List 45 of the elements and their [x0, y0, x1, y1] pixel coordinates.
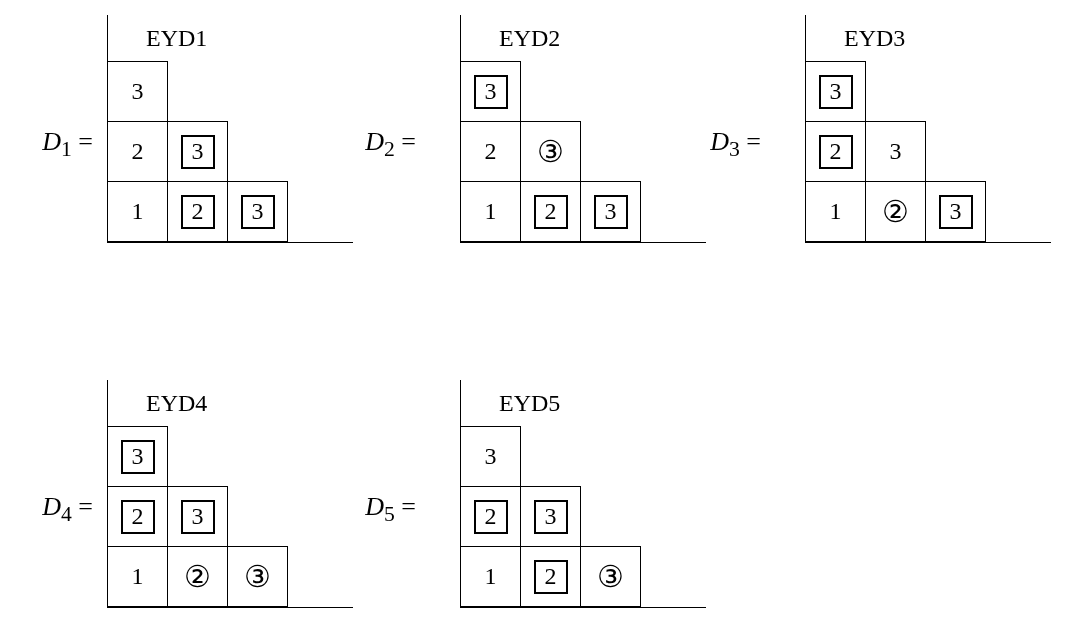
circled-number: ③ [227, 546, 288, 607]
young-diagram [107, 380, 353, 608]
young-diagram [107, 15, 353, 243]
circled-number: ③ [520, 121, 581, 182]
young-diagram [460, 15, 706, 243]
boxed-number: 2 [180, 194, 215, 229]
tableau-cell: 3 [107, 61, 168, 122]
tableau-cell [227, 181, 288, 242]
boxed-number: 2 [473, 499, 508, 534]
equation-label: D$_{2}$ = [365, 127, 416, 163]
tableau-cell [580, 181, 641, 242]
equation-label: D$_{4}$ = [42, 492, 93, 528]
boxed-number: 3 [180, 499, 215, 534]
boxed-number: 2 [533, 559, 568, 594]
equation-label: D$_{1}$ = [42, 127, 93, 163]
equation-label: D$_{3}$ = [710, 127, 761, 163]
boxed-number: 3 [120, 439, 155, 474]
tableau-cell [460, 61, 521, 122]
tableau-cell [925, 181, 986, 242]
equation-label: D$_{5}$ = [365, 492, 416, 528]
tableau-cell [520, 486, 581, 547]
boxed-number: 3 [593, 194, 628, 229]
circled-number: ③ [580, 546, 641, 607]
boxed-number: 2 [818, 134, 853, 169]
tableau-cell: 3 [460, 426, 521, 487]
tableau-cell [107, 426, 168, 487]
tableau-cell [167, 121, 228, 182]
boxed-number: 3 [180, 134, 215, 169]
tableau-label: EYD5 [499, 390, 561, 417]
boxed-number: 2 [120, 499, 155, 534]
boxed-number: 3 [533, 499, 568, 534]
tableau-label: EYD3 [844, 25, 906, 52]
boxed-number: 3 [473, 74, 508, 109]
boxed-number: 2 [533, 194, 568, 229]
boxed-number: 3 [938, 194, 973, 229]
tableau-cell [805, 61, 866, 122]
boxed-number: 3 [818, 74, 853, 109]
tableau-label: EYD2 [499, 25, 561, 52]
tableau-label: EYD1 [146, 25, 208, 52]
young-diagram [460, 380, 706, 608]
tableau-cell [167, 486, 228, 547]
boxed-number: 3 [240, 194, 275, 229]
tableau-cell: 3 [865, 121, 926, 182]
young-diagram [805, 15, 1051, 243]
tableau-label: EYD4 [146, 390, 208, 417]
